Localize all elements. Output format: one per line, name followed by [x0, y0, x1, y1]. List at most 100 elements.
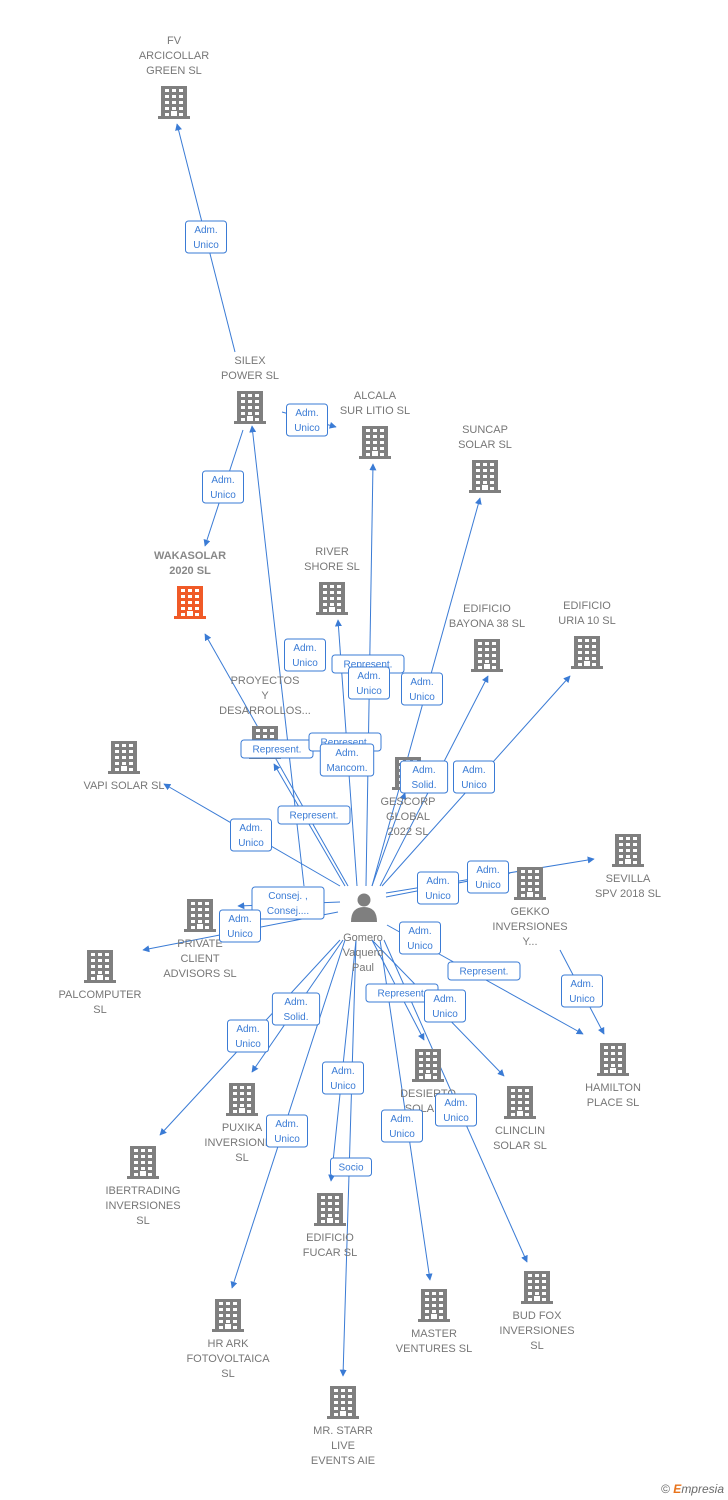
relation-label: Represent.: [290, 811, 339, 822]
relation-label: Unico: [274, 1134, 300, 1145]
person-label: Paul: [352, 962, 374, 974]
company-label: GLOBAL: [386, 811, 430, 823]
company-node-gekko[interactable]: GEKKOINVERSIONESY...: [492, 867, 568, 948]
company-label: IBERTRADING: [106, 1185, 181, 1197]
company-label: PROYECTOS: [231, 675, 300, 687]
company-label: HAMILTON: [585, 1082, 641, 1094]
relation-label: Unico: [292, 658, 318, 669]
company-label: SUR LITIO SL: [340, 405, 410, 417]
company-node-palcomputer[interactable]: PALCOMPUTER SL: [59, 950, 142, 1016]
company-node-clinclin[interactable]: CLINCLIN SOLAR SL: [493, 1086, 547, 1152]
company-node-hamilton[interactable]: HAMILTON PLACE SL: [585, 1043, 641, 1109]
company-label: PLACE SL: [587, 1097, 640, 1109]
edge-arrow: [204, 633, 349, 887]
company-label: CLINCLIN: [495, 1125, 545, 1137]
company-node-silex[interactable]: SILEX POWER SL: [221, 355, 279, 424]
relation-label: Unico: [461, 780, 487, 791]
relation-label: Adm.: [236, 1024, 259, 1035]
company-label: ALCALA: [354, 390, 397, 402]
relation-badge: Adm.Unico: [399, 921, 441, 955]
building-icon: [327, 1386, 359, 1419]
relation-label: Unico: [425, 891, 451, 902]
relation-badge: Socio: [330, 1157, 372, 1177]
building-icon: [158, 86, 190, 119]
company-label: PUXIKA: [222, 1122, 263, 1134]
relation-label: Adm.: [284, 997, 307, 1008]
company-node-vapi[interactable]: VAPI SOLAR SL: [83, 741, 165, 792]
company-node-alcala[interactable]: ALCALA SUR LITIO SL: [340, 390, 410, 459]
person-label: Vaquero: [343, 947, 384, 959]
person-label: Gomero: [343, 932, 383, 944]
relation-label: Socio: [338, 1163, 363, 1174]
building-icon: [316, 582, 348, 615]
company-label: PALCOMPUTER: [59, 989, 142, 1001]
relation-label: Unico: [432, 1009, 458, 1020]
relation-label: Represent.: [253, 745, 302, 756]
relation-label: Adm.: [228, 914, 251, 925]
company-label: GREEN SL: [146, 65, 202, 77]
company-label: 2020 SL: [169, 565, 211, 577]
company-label: FUCAR SL: [303, 1247, 357, 1259]
relation-label: Mancom.: [326, 763, 367, 774]
relation-label: Solid.: [411, 780, 436, 791]
building-icon: [597, 1043, 629, 1076]
relation-label: Unico: [330, 1081, 356, 1092]
company-label: SEVILLA: [606, 873, 651, 885]
relation-badge: Adm. Unico: [227, 1019, 269, 1053]
company-label: BAYONA 38 SL: [449, 618, 525, 630]
company-label: FOTOVOLTAICA: [186, 1353, 270, 1365]
relation-label: Adm.: [331, 1066, 354, 1077]
relation-badge: Adm.Unico: [202, 470, 244, 504]
company-label: SL: [136, 1215, 149, 1227]
company-label: SL: [93, 1004, 106, 1016]
relation-badge: Adm.Unico: [185, 220, 227, 254]
relation-label: Consej. ,: [268, 891, 307, 902]
company-label: ARCICOLLAR: [139, 50, 209, 62]
building-icon: [184, 899, 216, 932]
company-node-fv[interactable]: FV ARCICOLLAR GREEN SL: [139, 35, 209, 119]
edge-arrow: [273, 763, 346, 887]
relation-label: Solid.: [283, 1012, 308, 1023]
relation-label: Unico: [475, 880, 501, 891]
company-label: GESCORP: [380, 796, 435, 808]
relation-label: Represent.: [460, 967, 509, 978]
company-label: HR ARK: [208, 1338, 250, 1350]
relation-label: Adm.: [295, 408, 318, 419]
relation-badge: Adm. Solid.: [271, 992, 321, 1026]
relation-label: Adm.: [444, 1098, 467, 1109]
company-label: POWER SL: [221, 370, 279, 382]
company-label: INVERSIONES: [492, 921, 567, 933]
relation-badge: Adm.Unico: [561, 974, 603, 1008]
company-label: SOLAR SL: [493, 1140, 547, 1152]
relation-label: Unico: [389, 1129, 415, 1140]
company-label: FV: [167, 35, 182, 47]
relation-label: Unico: [210, 490, 236, 501]
company-label: Y...: [522, 936, 537, 948]
copyright-symbol: ©: [661, 1482, 670, 1496]
company-label: VAPI SOLAR SL: [83, 780, 164, 792]
relation-label: Unico: [569, 994, 595, 1005]
relation-badge: Adm.Unico: [348, 666, 390, 700]
relation-label: Adm.: [408, 926, 431, 937]
relation-label: Unico: [235, 1039, 261, 1050]
relation-label: Adm.: [410, 677, 433, 688]
company-label: SILEX: [234, 355, 266, 367]
relation-label: Consej....: [267, 906, 309, 917]
relation-badge: Adm.Unico: [435, 1093, 477, 1127]
